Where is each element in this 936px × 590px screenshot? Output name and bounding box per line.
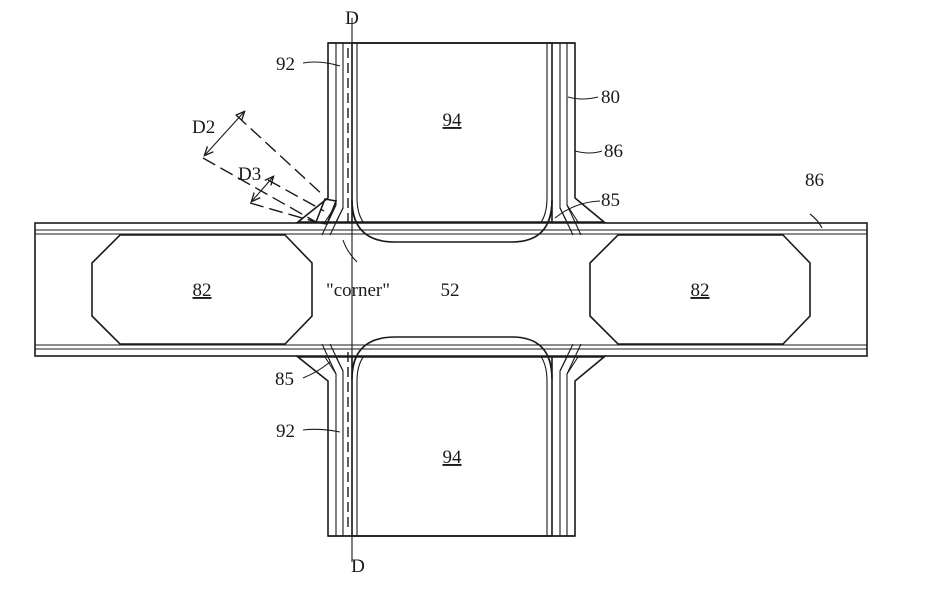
gate-stack-bottom [295,336,607,537]
label-85-top: 85 [601,190,620,211]
label-gate-bottom: 94 [443,447,463,468]
label-channel: 52 [441,280,460,301]
channel-band [298,199,604,380]
leader-lines [302,61,823,433]
label-92-bottom: 92 [276,421,295,442]
label-86-fin: 86 [805,170,824,191]
label-source-drain-right: 82 [691,280,710,301]
label-section-bottom: D [351,556,365,577]
source-drain-left [91,234,313,345]
label-92-top: 92 [276,54,295,75]
label-85-bottom: 85 [275,369,294,390]
gate-stack-top [295,42,607,243]
label-86-gate: 86 [604,141,623,162]
label-gate-top: 94 [443,110,463,131]
corner-notch [314,198,338,225]
label-section-top: D [345,8,359,29]
source-drain-right [589,234,811,345]
dim-d2-arrow [205,112,244,155]
dim-d3-arrow [252,177,273,201]
label-d2: D2 [192,117,215,138]
dimension-lines [202,112,325,223]
label-80: 80 [601,87,620,108]
label-d3: D3 [238,164,261,185]
label-corner: "corner" [326,280,390,301]
label-source-drain-left: 82 [193,280,212,301]
